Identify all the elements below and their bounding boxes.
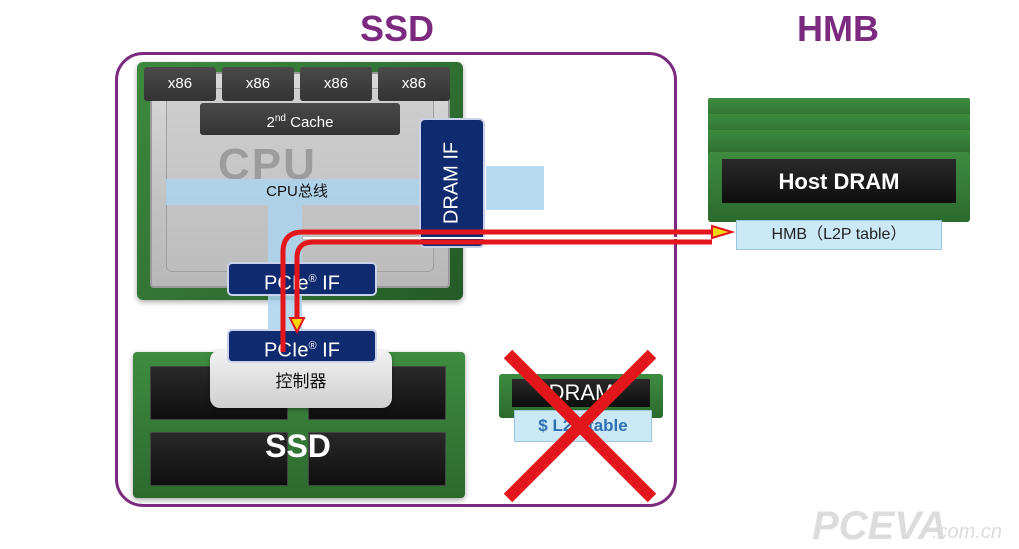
host-dram-chip [722,159,956,203]
dram-if-box [419,118,485,248]
registered-mark: ® [308,273,317,285]
cache-sup: nd [274,113,286,124]
ssd-title: SSD [360,8,435,49]
arrowhead-right [711,224,736,240]
pcie-suffix: IF [316,272,340,295]
x86-core: x86 [300,67,372,101]
brand-watermark-domain: .com.cn [932,521,1003,543]
arrowhead-down [288,317,306,335]
second-cache: 2nd Cache [200,103,400,135]
x86-core: x86 [144,67,216,101]
brand-watermark: PCEVA [812,504,947,548]
cpu-bus-bar [166,179,428,205]
host-dram-module [708,130,970,156]
data-path-arrow [294,239,712,322]
x86-core: x86 [222,67,294,101]
pcie-label: PCIe [264,339,309,362]
cpu-bus-label: CPU总线 [266,183,328,200]
nand-chip [308,432,446,486]
cross-mark [503,349,657,503]
cache-prefix: 2 [266,114,275,131]
pcie-suffix: IF [316,339,340,362]
ssd-board-label: SSD [265,428,331,464]
hmb-title: HMB [797,8,879,49]
cpu-bus-extension [486,166,544,210]
host-dram-label: Host DRAM [778,169,900,194]
nand-chip [150,432,288,486]
ssd-boundary [115,52,677,507]
hmb-l2p-table: HMB（L2P table） [736,220,942,250]
registered-mark: ® [308,340,317,352]
data-path-arrow [280,229,712,352]
x86-core: x86 [378,67,450,101]
pcie-if-ssd: PCIe® IF [227,329,377,363]
cache-suffix: Cache [285,114,334,131]
